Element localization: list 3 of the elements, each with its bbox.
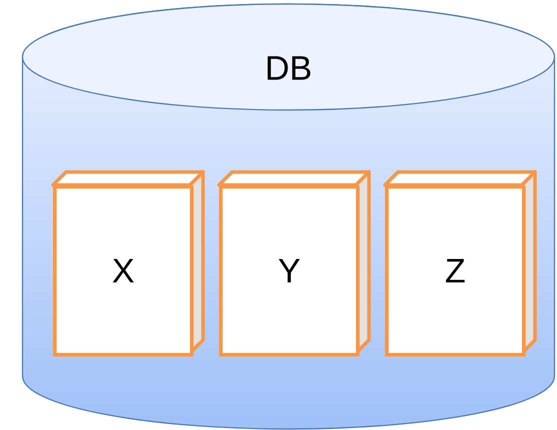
cube: Z	[383, 170, 537, 356]
cube: Y	[217, 170, 371, 356]
cube: X	[51, 170, 205, 356]
